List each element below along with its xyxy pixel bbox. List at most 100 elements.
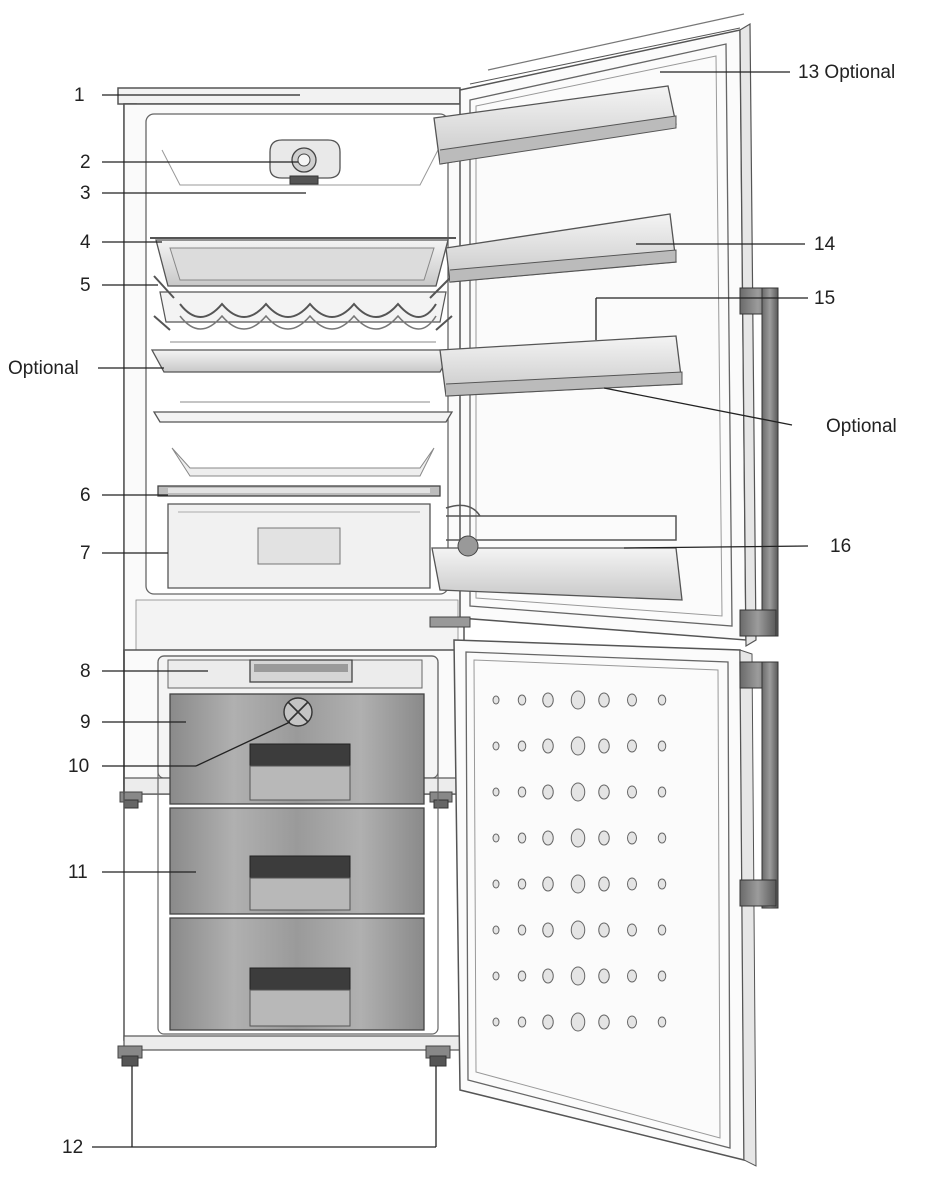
dimple	[598, 830, 610, 846]
dimple	[598, 1014, 610, 1030]
dimple	[542, 738, 554, 754]
freezer-door-handle	[739, 661, 779, 909]
freezer-drawer-middle	[169, 807, 425, 915]
dimple	[542, 968, 554, 984]
dimple	[598, 922, 610, 938]
callout-5: 5	[80, 275, 91, 296]
callout-8: 8	[80, 661, 91, 682]
door-shelf-15	[439, 335, 683, 397]
optional-shelf-left	[150, 341, 454, 373]
dimple	[517, 924, 527, 936]
freezer-drawer-top	[169, 693, 425, 805]
dimple	[627, 739, 637, 753]
dimple	[570, 1012, 586, 1032]
dimple	[542, 784, 554, 800]
callout-4: 4	[80, 232, 91, 253]
dimple	[598, 784, 610, 800]
dimple	[627, 693, 637, 707]
callout-11: 11	[68, 862, 88, 883]
foot-left-bottom	[117, 1045, 143, 1067]
dimple	[492, 1017, 500, 1027]
freezer-door	[453, 639, 757, 1167]
dimple	[627, 923, 637, 937]
dimple	[657, 832, 667, 844]
callout-9: 9	[80, 712, 91, 733]
dimple	[570, 782, 586, 802]
dimple	[627, 969, 637, 983]
freezer-drawer-bottom	[169, 917, 425, 1031]
dimple	[542, 830, 554, 846]
callout-1: 1	[74, 85, 85, 106]
callout-15: 15	[814, 288, 835, 309]
callout-10: 10	[68, 756, 89, 777]
dimple	[657, 786, 667, 798]
dimple	[492, 925, 500, 935]
dimple	[517, 832, 527, 844]
bottle-shelf-16	[431, 504, 683, 601]
dimple	[598, 738, 610, 754]
ice-tray-area	[167, 659, 423, 689]
callout-optional-right: Optional	[826, 416, 897, 437]
dimple	[627, 1015, 637, 1029]
dimple	[517, 970, 527, 982]
glass-shelf-4	[150, 237, 456, 287]
dimple	[492, 879, 500, 889]
dimple	[542, 692, 554, 708]
callout-2: 2	[80, 152, 91, 173]
dimple	[627, 877, 637, 891]
dimple	[598, 692, 610, 708]
thermostat-light-unit	[269, 139, 341, 185]
dimple	[657, 1016, 667, 1028]
dimple	[570, 966, 586, 986]
dimple	[517, 694, 527, 706]
fridge-door	[429, 13, 757, 648]
dimple	[542, 922, 554, 938]
dimple	[657, 740, 667, 752]
adjustable-foot-right	[429, 791, 453, 809]
glass-shelf-lower	[152, 401, 454, 477]
dimple	[517, 786, 527, 798]
foot-right-bottom	[425, 1045, 451, 1067]
dimple	[570, 828, 586, 848]
crisper-cover	[157, 485, 441, 497]
callout-12: 12	[62, 1137, 83, 1158]
dimple	[598, 968, 610, 984]
dimple	[627, 785, 637, 799]
leader-lines	[92, 71, 809, 1148]
callout-13-optional: 13 Optional	[798, 62, 895, 83]
callout-optional-left: Optional	[8, 358, 79, 379]
fridge-door-handle	[739, 287, 779, 637]
dimple	[627, 831, 637, 845]
callout-16: 16	[830, 536, 851, 557]
dimple	[542, 876, 554, 892]
ice-maker-icon	[283, 697, 313, 727]
callout-labels: 1 2 3 4 5 Optional 6 7 8 9 10 11 12 13 O…	[8, 62, 897, 1158]
wine-rack	[153, 275, 453, 331]
dimple	[570, 920, 586, 940]
dimple	[492, 695, 500, 705]
dimple	[542, 1014, 554, 1030]
dimple	[657, 878, 667, 890]
dimple	[570, 736, 586, 756]
dimple	[492, 741, 500, 751]
dimple	[492, 833, 500, 843]
dimple	[598, 876, 610, 892]
crisper-drawer	[167, 503, 431, 589]
door-shelf-13	[433, 85, 677, 165]
dimple	[517, 740, 527, 752]
dimple	[517, 1016, 527, 1028]
dimple	[570, 874, 586, 894]
callout-3: 3	[80, 183, 91, 204]
dimple	[657, 694, 667, 706]
dimple	[570, 690, 586, 710]
door-shelf-14	[445, 213, 677, 283]
callout-7: 7	[80, 543, 91, 564]
callout-6: 6	[80, 485, 91, 506]
dimple	[517, 878, 527, 890]
dimple	[492, 971, 500, 981]
freezer-door-dimples	[492, 690, 667, 1032]
dimple	[492, 787, 500, 797]
callout-14: 14	[814, 234, 836, 255]
